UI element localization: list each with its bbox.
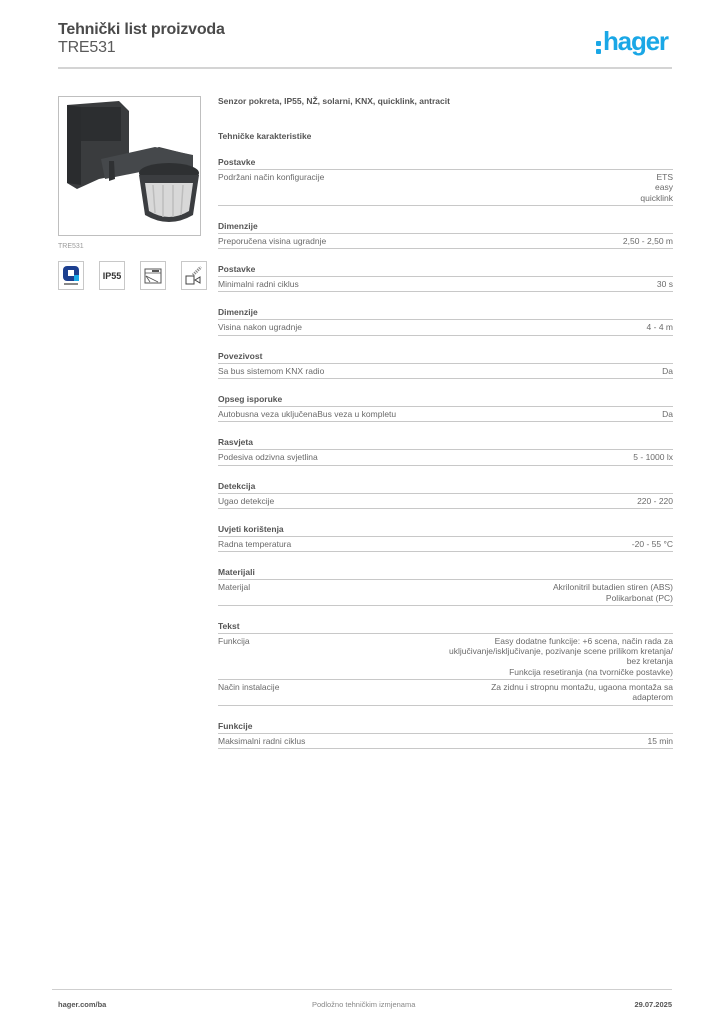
spec-label: Način instalacije <box>218 682 280 693</box>
spec-value: 220 - 220 <box>637 495 673 506</box>
section-title: Rasvjeta <box>218 437 673 451</box>
spec-label: Autobusna veza uključenaBus veza u kompl… <box>218 409 397 420</box>
product-code: TRE531 <box>58 39 116 56</box>
spec-row: Maksimalni radni ciklus 15 min <box>218 734 673 749</box>
spec-value: Akrilonitril butadien stiren (ABS) Polik… <box>553 582 673 603</box>
spec-row: Funkcija Easy dodatne funkcije: +6 scena,… <box>218 634 673 681</box>
section-title: Postavke <box>218 264 673 278</box>
document-date: 29.07.2025 <box>634 1000 672 1009</box>
spec-label: Sa bus sistemom KNX radio <box>218 365 325 376</box>
spec-row: Minimalni radni ciklus 30 s <box>218 277 673 293</box>
ip-rating-label: IP55 <box>102 270 122 281</box>
header-divider <box>58 67 672 69</box>
section-title: Funkcije <box>218 721 673 734</box>
spec-section: Funkcije Maksimalni radni ciklus 15 min <box>218 721 673 749</box>
section-title: Tekst <box>218 621 673 634</box>
spec-label: Materijal <box>218 582 251 593</box>
spec-row: Preporučena visina ugradnje 2,50 - 2,50 m <box>218 234 673 250</box>
spec-label: Radna temperatura <box>218 538 292 549</box>
spec-row: Radna temperatura -20 - 55 °C <box>218 537 673 553</box>
spec-row: Podesiva odzivna svjetlina 5 - 1000 lx <box>218 450 673 466</box>
feature-badges: IP55 <box>58 261 207 290</box>
spec-section: Postavke Podržani način konfiguracije ETS… <box>218 157 673 206</box>
page-title: Tehnički list proizvoda <box>58 21 225 38</box>
document-header: Tehnički list proizvoda TRE531 <box>58 20 225 57</box>
section-title: Povezivost <box>218 351 673 364</box>
spec-section: Detekcija Ugao detekcije 220 - 220 <box>218 481 673 509</box>
spec-label: Maksimalni radni ciklus <box>218 735 306 746</box>
spec-row: Podržani način konfiguracije ETS easy qui… <box>218 170 673 206</box>
quicklink-badge <box>58 261 84 290</box>
quicklink-icon <box>63 265 79 285</box>
detection-badge <box>181 261 207 290</box>
hager-logo: hager <box>596 26 669 56</box>
spec-value: 2,50 - 2,50 m <box>622 235 673 246</box>
spec-section: Materijali Materijal Akrilonitril butadie… <box>218 567 673 606</box>
spec-value: Easy dodatne funkcije: +6 scena, način r… <box>449 635 673 677</box>
spec-row: Ugao detekcije 220 - 220 <box>218 494 673 509</box>
spec-section: Opseg isporuke Autobusna veza uključenaB… <box>218 394 673 423</box>
spec-section: Rasvjeta Podesiva odzivna svjetlina 5 - 1… <box>218 437 673 466</box>
spec-label: Podržani način konfiguracije <box>218 172 325 182</box>
spec-label: Ugao detekcije <box>218 495 275 506</box>
product-image <box>58 96 201 236</box>
spec-value: Za zidnu i stropnu montažu, ugaona monta… <box>491 682 673 703</box>
spec-label: Funkcija <box>218 635 250 646</box>
section-title: Opseg isporuke <box>218 394 673 408</box>
image-caption: TRE531 <box>58 243 84 250</box>
spec-value: 30 s <box>656 279 673 290</box>
spec-label: Minimalni radni ciklus <box>218 279 299 290</box>
detection-sensor-icon <box>185 265 203 284</box>
logo-text: hager <box>603 26 669 56</box>
footer-divider <box>52 989 672 990</box>
spec-section: Povezivost Sa bus sistemom KNX radio Da <box>218 351 673 380</box>
spec-label: Podesiva odzivna svjetlina <box>218 452 318 463</box>
spec-value: Da <box>662 409 673 420</box>
section-title: Dimenzije <box>218 307 673 321</box>
section-title: Materijali <box>218 567 673 581</box>
mounting-height-badge <box>140 261 166 290</box>
spec-row: Autobusna veza uključenaBus veza u kompl… <box>218 407 673 423</box>
spec-row: Materijal Akrilonitril butadien stiren (A… <box>218 580 673 606</box>
section-title: Postavke <box>218 157 673 170</box>
product-content: Senzor pokreta, IP55, NŽ, solarni, KNX, … <box>218 96 673 749</box>
spec-section: Uvjeti korištenja Radna temperatura -20 -… <box>218 524 673 553</box>
section-title: Dimenzije <box>218 221 673 234</box>
motion-sensor-illustration <box>67 101 199 222</box>
spec-label: Preporučena visina ugradnje <box>218 235 327 246</box>
spec-value: ETS easy quicklink <box>640 172 673 203</box>
spec-section: Dimenzije Preporučena visina ugradnje 2,5… <box>218 221 673 250</box>
logo-colon-icon <box>596 32 602 54</box>
spec-section: Postavke Minimalni radni ciklus 30 s <box>218 264 673 293</box>
ip55-badge: IP55 <box>99 261 125 290</box>
website-link[interactable]: hager.com/ba <box>58 1000 107 1009</box>
spec-value: 15 min <box>647 735 673 746</box>
spec-value: 4 - 4 m <box>646 322 673 333</box>
spec-value: -20 - 55 °C <box>631 538 673 549</box>
spec-section: Dimenzije Visina nakon ugradnje 4 - 4 m <box>218 307 673 336</box>
spec-row: Sa bus sistemom KNX radio Da <box>218 364 673 380</box>
spec-row: Način instalacije Za zidnu i stropnu mont… <box>218 680 673 706</box>
section-title: Detekcija <box>218 481 673 494</box>
mounting-height-icon <box>144 268 162 283</box>
footer-notice: Podložno tehničkim izmjenama <box>312 1000 416 1009</box>
spec-row: Visina nakon ugradnje 4 - 4 m <box>218 320 673 336</box>
section-title: Uvjeti korištenja <box>218 524 673 537</box>
technical-specs-heading: Tehničke karakteristike <box>218 131 312 141</box>
product-description: Senzor pokreta, IP55, NŽ, solarni, KNX, … <box>218 96 450 106</box>
spec-value: Da <box>662 365 673 376</box>
spec-label: Visina nakon ugradnje <box>218 322 302 333</box>
spec-value: 5 - 1000 lx <box>633 452 673 463</box>
spec-section: Tekst Funkcija Easy dodatne funkcije: +6 … <box>218 621 673 706</box>
